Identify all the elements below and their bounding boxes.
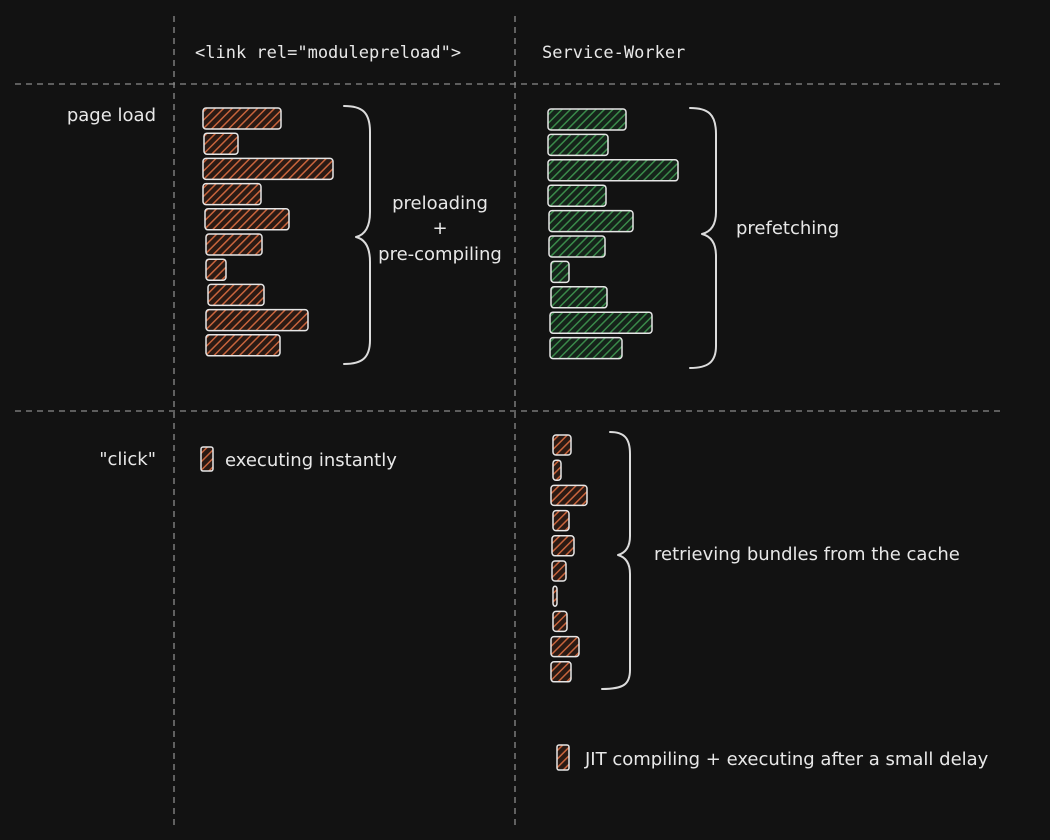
annotation-retrieving: retrieving bundles from the cache [654,544,960,565]
annotation-preloading: preloading [392,193,488,214]
brace-prefetching [689,107,717,369]
annotation-jit: JIT compiling + executing after a small … [584,749,989,770]
cache-bar-3 [550,484,588,507]
column-header-modulepreload: <link rel="modulepreload"> [195,43,461,63]
prefetch-bar-6 [548,235,606,258]
prefetch-bar-9 [549,311,653,334]
prefetch-bar-4 [547,184,607,207]
cache-bar-7 [552,585,558,607]
jit-bar [556,744,570,771]
modulepreload-bar-7 [205,258,227,281]
executing-instantly-bar [200,446,214,472]
brace-preloading [343,105,371,365]
service-worker-cache-bar-group [550,434,588,683]
column-header-service-worker: Service-Worker [542,43,685,63]
modulepreload-bar-group [202,107,334,357]
modulepreload-bar-4 [202,182,262,206]
prefetch-bar-7 [550,260,570,284]
cache-bar-4 [552,509,570,532]
row-label-page-load: page load [67,105,156,126]
cache-bar-1 [552,434,572,456]
modulepreload-bar-8 [207,283,265,307]
prefetch-bar-8 [550,286,608,309]
modulepreload-bar-6 [205,233,263,256]
prefetch-bar-5 [548,209,634,233]
cache-bar-5 [551,535,575,557]
annotation-prefetching: prefetching [736,218,839,239]
prefetch-bar-2 [547,133,609,157]
brace-retrieving [601,431,631,690]
service-worker-prefetch-bar-group [547,108,679,360]
modulepreload-bar-3 [202,157,334,181]
modulepreload-bar-5 [204,208,290,231]
cache-bar-10 [550,661,572,683]
prefetch-bar-10 [549,336,623,360]
cache-bar-9 [550,635,580,658]
modulepreload-bar-1 [202,107,282,130]
prefetch-bar-1 [547,108,627,131]
annotation-pre-compiling: pre-compiling [378,244,502,265]
modulepreload-bar-2 [203,132,239,155]
cache-bar-6 [551,560,567,582]
cache-bar-2 [552,459,562,481]
annotation-executing-instantly: executing instantly [225,450,397,471]
cache-bar-8 [552,610,568,633]
row-label-click: "click" [99,449,156,470]
modulepreload-bar-9 [205,308,309,332]
prefetch-bar-3 [547,159,679,182]
annotation-plus: + [432,218,447,239]
modulepreload-bar-10 [205,334,281,357]
